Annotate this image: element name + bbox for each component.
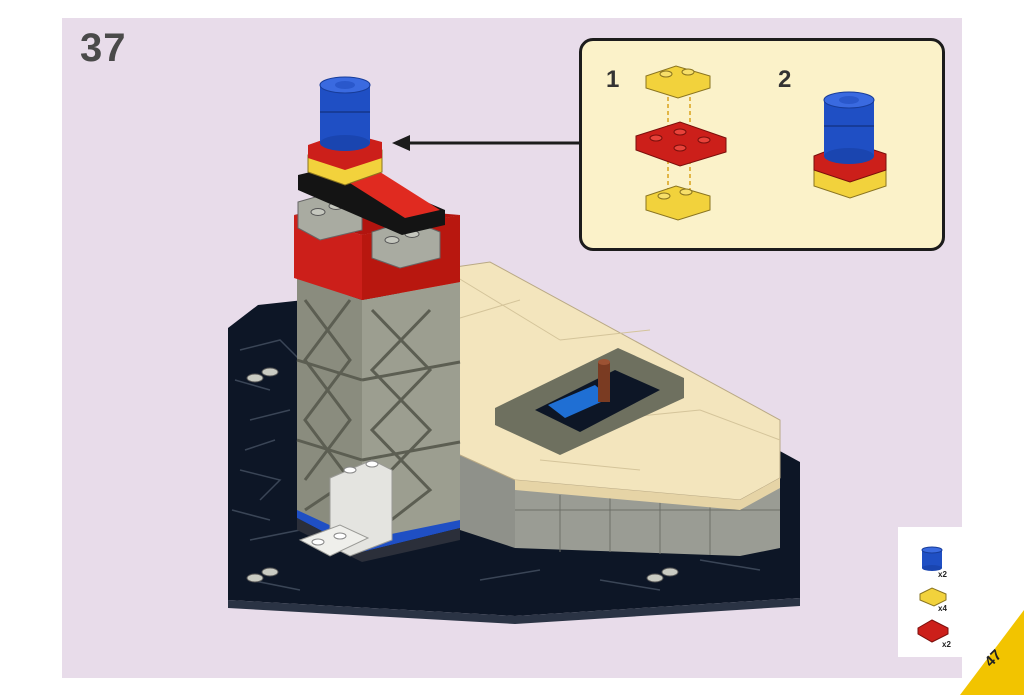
red-plate-icon xyxy=(917,619,949,643)
yellow-plate-icon xyxy=(919,587,947,607)
platform-grey-wall xyxy=(460,455,515,548)
substep-2-label: 2 xyxy=(778,66,792,93)
blue-round-brick xyxy=(320,85,370,143)
page-number-tab xyxy=(960,610,1024,695)
part-quantity-blue: x2 xyxy=(938,570,947,579)
substep-2-assembled-part xyxy=(813,91,887,199)
substep-1-label: 1 xyxy=(606,66,620,93)
baseplate-studs xyxy=(246,367,679,583)
step-number: 37 xyxy=(80,26,127,70)
blue-round-brick-icon xyxy=(921,546,943,571)
part-quantity-red: x2 xyxy=(942,640,951,649)
brown-pole xyxy=(598,362,610,402)
part-quantity-yellow: x4 xyxy=(938,604,947,613)
substep-1-exploded-parts xyxy=(635,65,727,221)
